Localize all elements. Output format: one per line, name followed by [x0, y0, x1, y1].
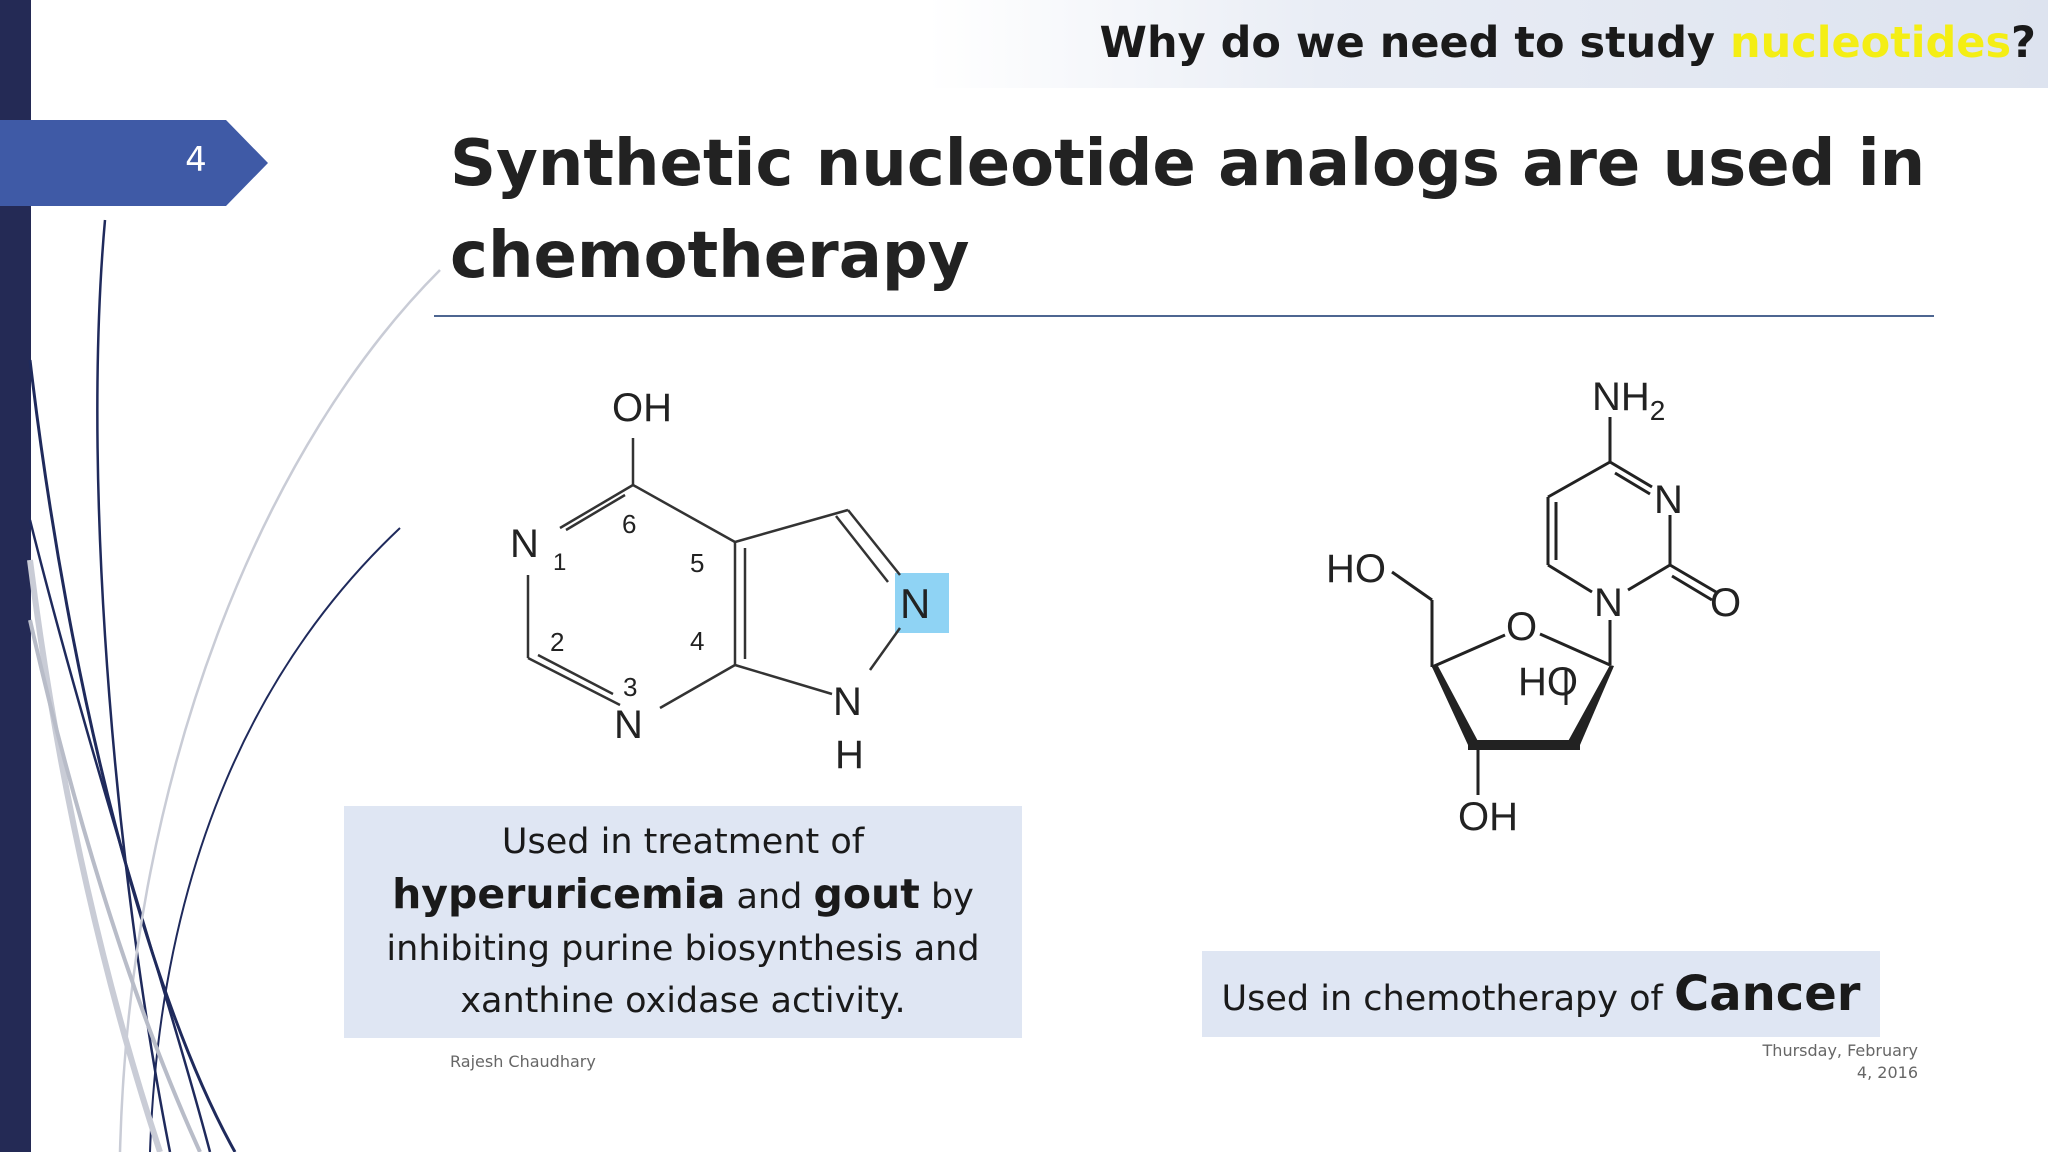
header-suffix: ?: [2011, 18, 2036, 68]
wedge-bond-right: [1566, 665, 1614, 745]
label-oh-bottom: OH: [1458, 795, 1518, 839]
right-molecule-bonds: [1391, 417, 1717, 795]
label-n1: N: [510, 522, 539, 566]
label-ho-inner: HO: [1518, 660, 1578, 704]
label-nh-h: H: [835, 733, 864, 777]
allopurinol-structure: OH N 1 2 3 N 4 5 6 N N H: [510, 386, 949, 777]
label-num6: 6: [622, 509, 636, 539]
highlighted-nitrogen-box: [895, 573, 949, 633]
footer-author: Rajesh Chaudhary: [450, 1052, 596, 1071]
header-highlight: nucleotides: [1730, 18, 2012, 68]
header-question: Why do we need to study nucleotides?: [1100, 18, 2036, 68]
label-o-ring: O: [1506, 605, 1537, 649]
left-molecule-bonds: [526, 438, 902, 710]
label-num4: 4: [690, 626, 704, 656]
label-nh-n: N: [833, 680, 862, 724]
term-gout: gout: [813, 870, 920, 918]
term-cancer: Cancer: [1673, 966, 1861, 1022]
caption-left-line3: inhibiting purine biosynthesis and: [386, 929, 980, 969]
label-num1: 1: [553, 549, 566, 576]
cytarabine-structure: NH2 N N O HO O HO OH: [1326, 375, 1741, 839]
slide-number-tag: [0, 120, 268, 206]
label-nh2: NH2: [1592, 375, 1665, 426]
header-prefix: Why do we need to study: [1099, 18, 1731, 68]
label-num3: 3: [623, 672, 637, 702]
wedge-bond-left: [1432, 666, 1480, 745]
label-oh: OH: [612, 386, 672, 430]
label-n-ring-bottom: N: [1594, 581, 1623, 625]
slide-number: 4: [185, 140, 207, 180]
caption-left-line1: Used in treatment of: [501, 822, 865, 862]
label-n3: N: [614, 703, 643, 747]
slide-title: Synthetic nucleotide analogs are used in…: [450, 127, 1926, 293]
caption-left-line4: xanthine oxidase activity.: [460, 981, 906, 1021]
title-divider: [434, 315, 1934, 317]
label-n-highlighted: N: [900, 580, 930, 627]
label-n-ring-top: N: [1654, 478, 1683, 522]
label-num2: 2: [550, 627, 564, 657]
label-o-carbonyl: O: [1710, 581, 1741, 625]
label-num5: 5: [690, 548, 704, 578]
bold-bond-bottom: [1468, 740, 1580, 750]
caption-left-line2: hyperuricemia and gout by: [392, 870, 974, 918]
decorative-swooshes: [27, 219, 441, 1152]
header-band: [928, 0, 2048, 88]
label-ho-top: HO: [1326, 547, 1386, 591]
caption-allopurinol: Used in treatment of hyperuricemia and g…: [344, 806, 1022, 1038]
caption-cytarabine: Used in chemotherapy of Cancer: [1202, 951, 1880, 1037]
term-hyperuricemia: hyperuricemia: [392, 870, 726, 918]
